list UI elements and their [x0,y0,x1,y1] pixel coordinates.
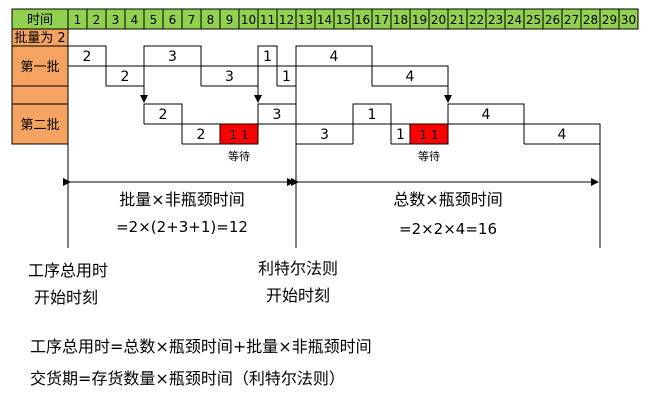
little-law-start-line2: 开始时刻 [266,286,330,305]
batch1-operation-bar [257,45,278,66]
batch2-operation-label: 3 [273,107,282,123]
batch2-operation-label: 1 [368,107,377,123]
time-slot-label: 7 [188,13,196,27]
batch2-cell [11,103,69,145]
time-slot-label: 3 [112,13,120,27]
time-slot-label: 1 [74,13,82,27]
time-slot-label: 9 [226,13,234,27]
time-slot-label: 21 [450,13,465,27]
time-slot-label: 4 [131,13,139,27]
batch2-operation-label: 4 [482,107,491,123]
batch1-operation-bar [200,65,259,86]
time-slot-cell [618,8,639,30]
batch1-operation-label: 3 [225,69,234,85]
time-slot-label: 8 [207,13,215,27]
wait-marks: 1 1 [229,128,248,142]
batch1-operation-label: 2 [121,69,130,85]
time-label: 时间 [27,13,53,28]
batch1-cell [11,45,69,87]
span-right-line2: =2×2×4=16 [399,220,497,238]
batch1-operation-label: 1 [263,49,272,65]
time-slot-label: 22 [469,13,484,27]
batch1-operation-bar [105,65,145,86]
formula-delivery: 交货期=存货数量×瓶颈时间（利特尔法则） [30,369,345,388]
time-slot-label: 15 [336,13,351,27]
batch1-operation-label: 1 [282,69,291,85]
time-slot-label: 11 [260,13,275,27]
time-slot-label: 13 [298,13,313,27]
time-slot-label: 29 [602,13,617,27]
time-slot-label: 26 [545,13,560,27]
time-slot-label: 10 [241,13,256,27]
batch2-operation-label: 2 [159,107,168,123]
time-slot-label: 6 [169,13,177,27]
row-label-column: 批量为 2 第一批 第二批 [11,28,69,145]
time-slot-label: 18 [393,13,408,27]
batch1-operation-label: 2 [83,49,92,65]
total-time-start-line2: 开始时刻 [34,288,98,307]
batch2-operation-label: 4 [558,127,567,143]
batch2-operation-bar [352,103,392,124]
batch2-operation-bar [523,123,601,144]
time-slot-label: 30 [621,13,636,27]
batch1-operation-bar [143,45,202,66]
time-slot-label: 24 [507,13,522,27]
batch2-label: 第二批 [20,118,59,133]
batch1-operation-label: 4 [330,49,339,65]
little-law-start-line1: 利特尔法则 [258,259,338,278]
time-slot-label: 19 [412,13,427,27]
time-slot-label: 12 [279,13,294,27]
batch-size-label: 批量为 2 [14,31,65,46]
batch2-operation-label: 3 [320,127,329,143]
time-slot-label: 17 [374,13,389,27]
batch1-label: 第一批 [20,60,59,75]
spacer-cell [11,85,69,105]
batch1-operation-label: 4 [406,69,415,85]
span-right-line1: 总数×瓶颈时间 [393,190,502,209]
time-slot-label: 2 [93,13,101,27]
total-time-start-line1: 工序总用时 [28,261,108,280]
time-slot-label: 20 [431,13,446,27]
time-slot-label: 27 [564,13,579,27]
batch2-operation-bar [447,103,525,124]
batch2-operation-bar [143,103,183,124]
time-slot-label: 5 [150,13,158,27]
batch1-operation-bar [371,65,449,86]
time-slot-label: 16 [355,13,370,27]
wait-block [409,123,449,145]
batch1-operation-bar [67,45,107,66]
batch2-operation-label: 1 [396,127,405,143]
wait-block [219,123,259,145]
time-slot-label: 23 [488,13,503,27]
span-left-line2: =2×(2+3+1)=12 [116,218,248,236]
formula-total-time: 工序总用时=总数×瓶颈时间+批量×非瓶颈时间 [30,337,372,356]
wait-label: 等待 [228,149,250,163]
batch1-operation-label: 3 [168,49,177,65]
wait-label: 等待 [418,149,440,163]
time-slot-label: 28 [583,13,598,27]
time-slot-label: 25 [526,13,541,27]
span-left-line1: 批量×非瓶颈时间 [119,190,244,209]
time-slot-label: 14 [317,13,332,27]
batch2-operation-label: 2 [197,127,206,143]
wait-marks: 1 1 [419,128,438,142]
